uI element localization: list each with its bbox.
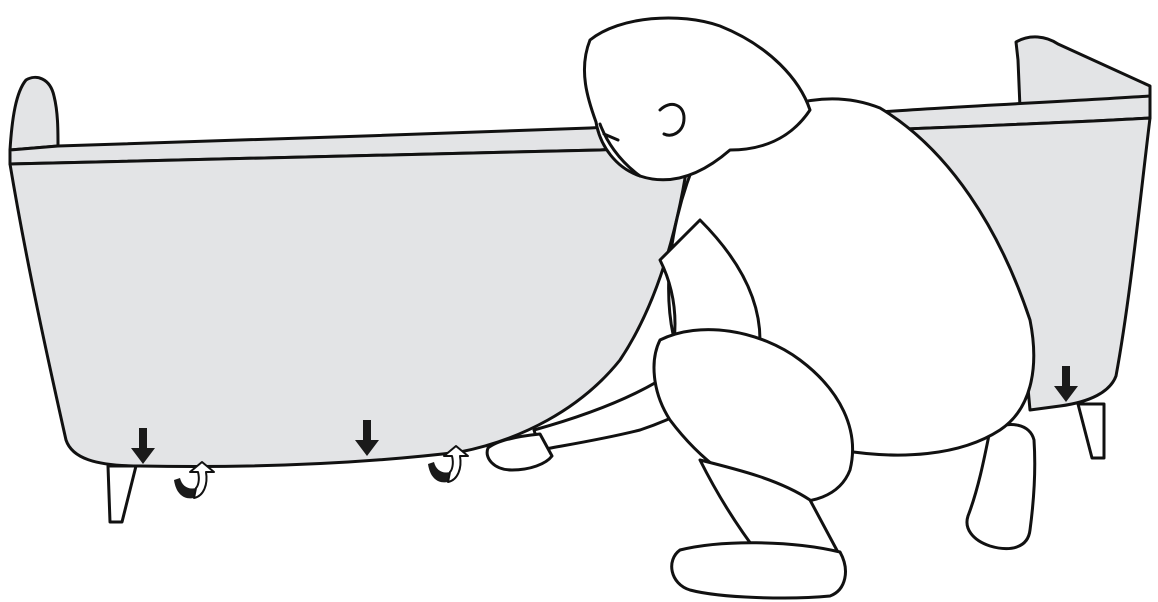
sofa-leg-left (108, 466, 136, 522)
sofa-leg-right (1078, 404, 1104, 458)
person-ear (660, 104, 684, 135)
person-left-shoe (672, 543, 846, 598)
sofa-left-armrest (10, 77, 58, 150)
